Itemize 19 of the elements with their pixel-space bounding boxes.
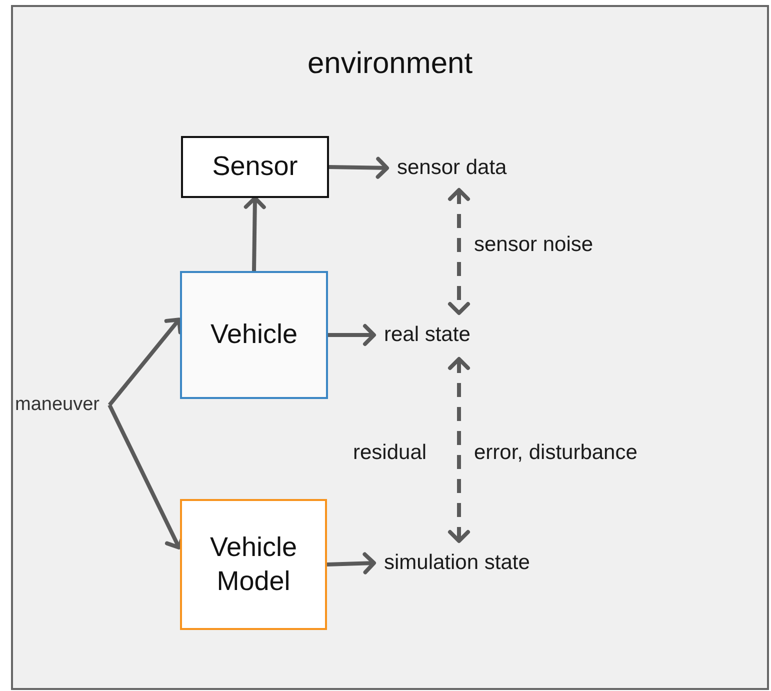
arrow <box>448 357 470 543</box>
process-box: Vehicle Model <box>180 499 327 630</box>
arrow <box>448 188 470 315</box>
edge-label: sensor noise <box>474 233 594 257</box>
edge-label: error, disturbance <box>474 441 638 465</box>
arrow <box>326 552 376 574</box>
arrow <box>328 324 376 346</box>
text-label: residual <box>353 441 427 465</box>
diagram-heading: environment <box>306 47 474 81</box>
arrow <box>244 196 266 272</box>
state-text: real state <box>384 323 470 347</box>
state-text: simulation state <box>384 551 530 575</box>
process-box: Vehicle <box>180 271 328 399</box>
state-text: maneuver <box>15 394 110 416</box>
arrow <box>108 318 182 406</box>
state-text: sensor data <box>397 156 507 180</box>
process-box: Sensor <box>181 136 329 198</box>
environment-frame <box>11 5 769 690</box>
arrow <box>328 156 389 179</box>
